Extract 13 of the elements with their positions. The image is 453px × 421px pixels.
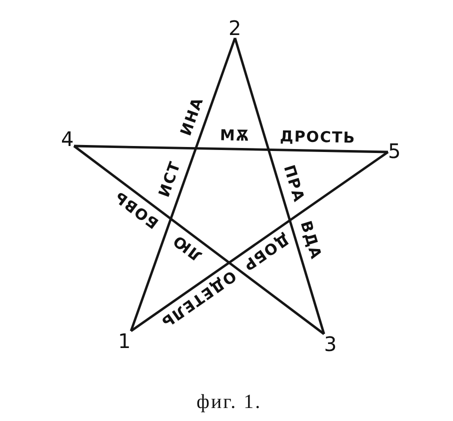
line (234, 38, 326, 334)
line (130, 38, 236, 332)
line (130, 151, 389, 332)
line (73, 145, 325, 335)
line-label: ИСТ ИНА (156, 94, 206, 199)
vertex-number: 2 (228, 18, 242, 38)
line-label: МѪ ДРОСТЬ (220, 128, 356, 146)
vertex-number: 5 (388, 141, 401, 161)
figure-caption: фиг. 1. (196, 391, 262, 413)
vertex-number: 4 (61, 129, 74, 149)
vertex-number: 1 (118, 331, 131, 351)
line (74, 144, 388, 154)
vertex-number: 3 (324, 334, 337, 354)
